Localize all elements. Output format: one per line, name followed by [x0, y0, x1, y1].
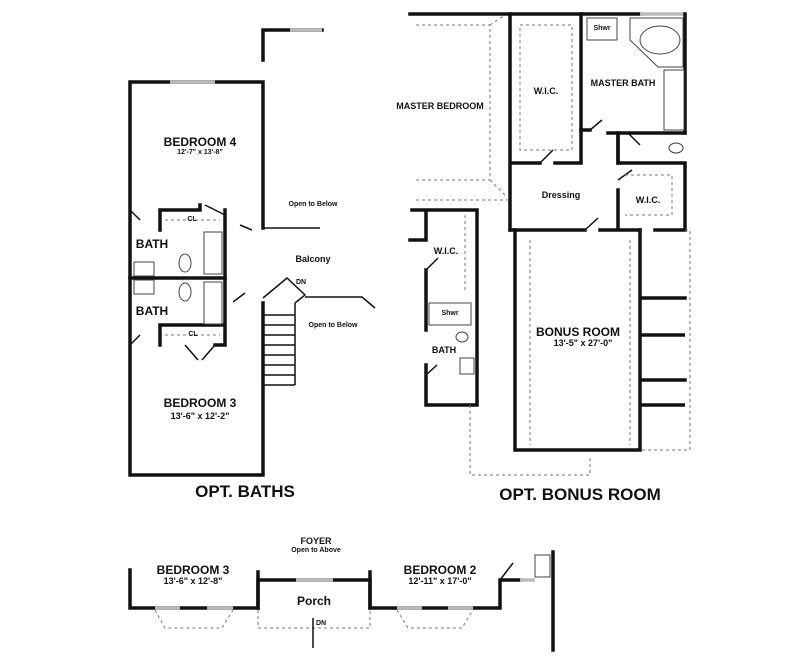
bedroom4-dims: 12'-7" x 13'-8": [177, 149, 223, 156]
lower-bedroom3-dims: 13'-6" x 12'-8": [163, 576, 223, 586]
lower-walls: [128, 550, 555, 652]
opt-baths-walls: [128, 28, 376, 477]
wic-left-label: W.I.C.: [433, 246, 459, 256]
porch-label: Porch: [296, 594, 332, 608]
wic-right-label: W.I.C.: [635, 195, 661, 205]
bath-lower-label: BATH: [135, 304, 169, 318]
wic-main-label: W.I.C.: [533, 86, 559, 96]
balcony-label: Balcony: [295, 254, 331, 264]
foyer-note: Open to Above: [291, 547, 341, 554]
master-bath-label: MASTER BATH: [590, 78, 656, 88]
porch-dn-label: DN: [315, 620, 327, 627]
lower-bedroom3-label: BEDROOM 3: [156, 563, 230, 577]
closet-lower-label: CL: [188, 331, 198, 338]
bedroom4-label: BEDROOM 4: [163, 135, 237, 149]
open-to-below-label: Open to Below: [288, 201, 338, 208]
foyer-label: FOYER: [300, 536, 332, 546]
bath-shower-label: Shwr: [441, 310, 459, 317]
bedroom3-dims: 13'-6" x 12'-2": [170, 411, 230, 421]
stairs-down-label: DN: [295, 279, 307, 286]
bath-upper-label: BATH: [135, 237, 169, 251]
opt-bonus-walls: [408, 12, 691, 476]
bonus-room-label: BONUS ROOM: [536, 325, 620, 339]
bedroom2-dims: 12'-11" x 17'-0": [408, 576, 472, 586]
bath-label: BATH: [431, 345, 457, 355]
bedroom2-label: BEDROOM 2: [403, 563, 477, 577]
opt-bonus-title: OPT. BONUS ROOM: [499, 485, 661, 504]
bonus-room-dims: 13'-5" x 27'-0": [553, 338, 613, 348]
master-shower-label: Shwr: [593, 25, 611, 32]
master-bedroom-label: MASTER BEDROOM: [396, 101, 484, 111]
dressing-label: Dressing: [541, 190, 581, 200]
closet-upper-label: CL: [187, 216, 197, 223]
open-to-below-label: Open to Below: [308, 322, 358, 329]
bedroom3-label: BEDROOM 3: [163, 396, 237, 410]
opt-baths-title: OPT. BATHS: [195, 482, 295, 501]
